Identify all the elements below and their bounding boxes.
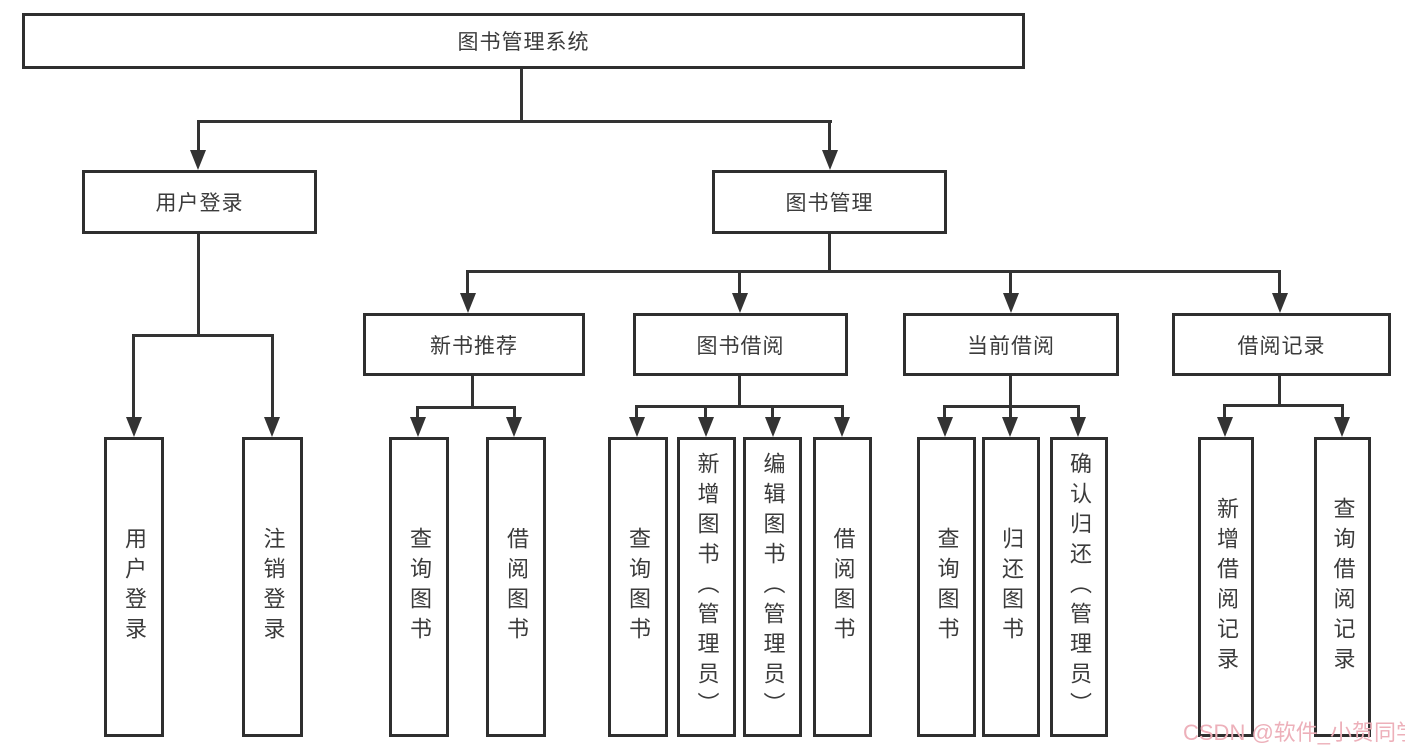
connector-root-stem: [520, 68, 523, 123]
node-label: 图书管理: [785, 192, 874, 215]
connector-drop: [466, 270, 469, 295]
leaf-confirm-return-admin: 确认归还（管理员）: [1050, 437, 1108, 737]
arrow-down-icon: [190, 150, 206, 170]
node-label: 图书管理系统: [457, 31, 590, 54]
node-new-book-recommend: 新书推荐: [363, 313, 585, 376]
arrow-down-icon: [126, 417, 142, 437]
leaf-label: 借阅图书: [504, 527, 529, 647]
connector-rail: [1223, 404, 1344, 407]
connector-drop: [738, 270, 741, 295]
node-current-borrow: 当前借阅: [903, 313, 1119, 376]
connector-stem: [1009, 375, 1012, 408]
arrow-down-icon: [629, 417, 645, 437]
arrow-down-icon: [264, 417, 280, 437]
connector-user-login-stem: [197, 233, 200, 337]
leaf-label: 归还图书: [999, 527, 1024, 647]
arrow-down-icon: [1003, 293, 1019, 313]
leaf-user-login: 用户登录: [104, 437, 164, 737]
connector-book-mgmt-stem: [828, 233, 831, 272]
leaf-add-book-admin: 新增图书（管理员）: [677, 437, 736, 737]
node-borrow-record: 借阅记录: [1172, 313, 1391, 376]
node-label: 图书借阅: [696, 334, 785, 358]
connector-drop: [1223, 404, 1226, 419]
arrow-down-icon: [1070, 417, 1086, 437]
leaf-label: 编辑图书（管理员）: [760, 452, 786, 722]
connector-drop: [1341, 404, 1344, 419]
connector-drop: [1278, 270, 1281, 295]
arrow-down-icon: [822, 150, 838, 170]
node-library-management-system: 图书管理系统: [22, 13, 1025, 69]
node-label: 当前借阅: [967, 334, 1055, 358]
connector-root-rail: [197, 120, 832, 123]
leaf-return-book: 归还图书: [982, 437, 1040, 737]
leaf-label: 查询图书: [407, 527, 432, 647]
connector-drop: [943, 405, 946, 419]
connector-drop: [271, 334, 274, 419]
leaf-label: 查询图书: [934, 527, 960, 647]
connector-drop: [197, 120, 200, 152]
arrow-down-icon: [834, 417, 850, 437]
node-user-login: 用户登录: [82, 170, 317, 234]
connector-stem: [738, 375, 741, 408]
leaf-label: 注销登录: [260, 527, 286, 647]
csdn-watermark: CSDN @软件_小贺同学: [1183, 720, 1405, 745]
connector-book-mgmt-rail: [466, 270, 1281, 273]
connector-user-login-rail: [132, 334, 274, 337]
connector-stem: [1278, 375, 1281, 407]
leaf-query-books-recommend: 查询图书: [389, 437, 449, 737]
connector-drop: [771, 405, 774, 419]
leaf-label: 用户登录: [122, 527, 147, 647]
node-label: 新书推荐: [430, 334, 518, 358]
leaf-logout: 注销登录: [242, 437, 303, 737]
arrow-down-icon: [1334, 417, 1350, 437]
leaf-borrow-book: 借阅图书: [813, 437, 872, 737]
leaf-label: 确认归还（管理员）: [1067, 452, 1092, 722]
connector-drop: [704, 405, 707, 419]
arrow-down-icon: [506, 417, 522, 437]
connector-stem: [471, 375, 474, 409]
connector-drop: [1009, 270, 1012, 295]
node-label: 用户登录: [155, 192, 244, 215]
connector-rail: [416, 406, 516, 409]
leaf-label: 借阅图书: [830, 527, 856, 647]
node-label: 借阅记录: [1237, 334, 1326, 358]
arrow-down-icon: [765, 417, 781, 437]
connector-drop: [841, 405, 844, 419]
arrow-down-icon: [732, 293, 748, 313]
leaf-query-books-borrow: 查询图书: [608, 437, 668, 737]
connector-drop: [1077, 405, 1080, 419]
node-book-borrow: 图书借阅: [633, 313, 848, 376]
arrow-down-icon: [698, 417, 714, 437]
connector-drop: [513, 406, 516, 419]
leaf-label: 查询借阅记录: [1330, 497, 1356, 677]
leaf-query-books-current: 查询图书: [917, 437, 976, 737]
leaf-add-borrow-record: 新增借阅记录: [1198, 437, 1254, 737]
connector-drop: [132, 334, 135, 419]
arrow-down-icon: [1272, 293, 1288, 313]
arrow-down-icon: [460, 293, 476, 313]
leaf-query-borrow-record: 查询借阅记录: [1314, 437, 1371, 737]
connector-drop: [635, 405, 638, 419]
leaf-edit-book-admin: 编辑图书（管理员）: [743, 437, 802, 737]
connector-rail: [635, 405, 844, 408]
leaf-label: 查询图书: [626, 527, 651, 647]
leaf-label: 新增图书（管理员）: [694, 452, 720, 722]
arrow-down-icon: [410, 417, 426, 437]
leaf-label: 新增借阅记录: [1214, 497, 1239, 677]
leaf-borrow-books-recommend: 借阅图书: [486, 437, 546, 737]
arrow-down-icon: [1002, 417, 1018, 437]
connector-drop: [828, 120, 831, 152]
arrow-down-icon: [937, 417, 953, 437]
node-book-management: 图书管理: [712, 170, 947, 234]
arrow-down-icon: [1217, 417, 1233, 437]
connector-drop: [1009, 405, 1012, 419]
connector-drop: [416, 406, 419, 419]
